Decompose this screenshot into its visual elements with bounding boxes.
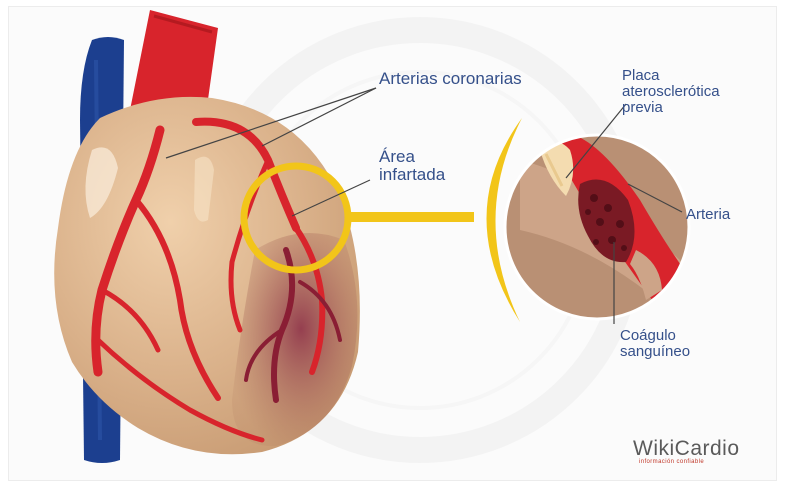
label-infarcted-area: Área infartada	[379, 148, 469, 185]
logo-wordmark: WikiCardio	[633, 437, 740, 460]
label-artery: Arteria	[686, 207, 730, 223]
zoom-connector	[346, 212, 474, 222]
label-previous-plaque: Placa aterosclerótica previa	[622, 68, 742, 117]
magnified-lens	[505, 133, 704, 330]
label-coronary-arteries: Arterias coronarias	[379, 70, 522, 88]
label-blood-clot: Coágulo sanguíneo	[620, 328, 720, 360]
wikicardio-logo: WikiCardio información confiable	[633, 437, 740, 465]
